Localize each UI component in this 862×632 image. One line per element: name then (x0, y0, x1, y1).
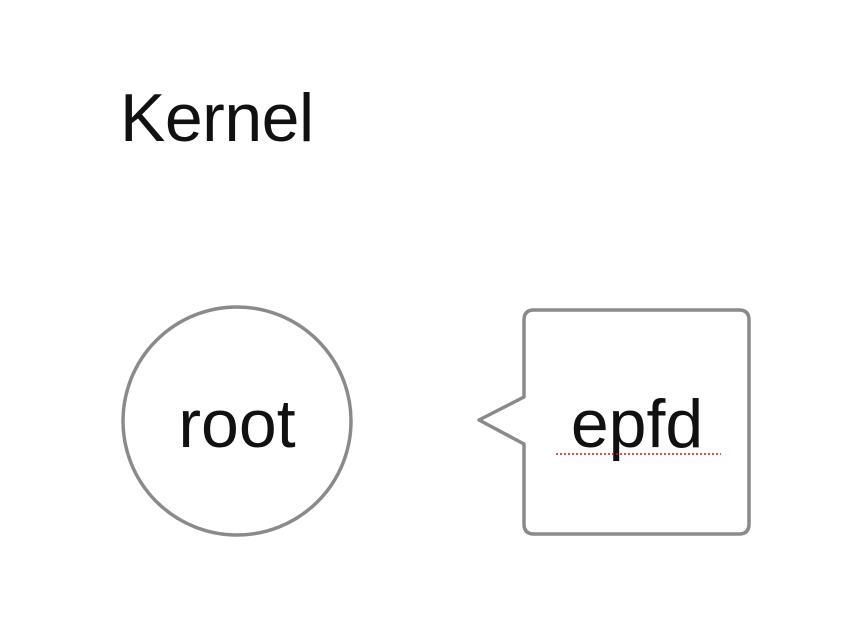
root-node-label: root (178, 386, 295, 462)
epfd-node-label: epfd (571, 386, 703, 462)
diagram-title: Kernel (120, 80, 314, 156)
root-node: root (121, 305, 353, 537)
epfd-callout-shape (477, 308, 751, 536)
root-node-circle (121, 305, 353, 537)
epfd-node: epfd (477, 308, 751, 536)
